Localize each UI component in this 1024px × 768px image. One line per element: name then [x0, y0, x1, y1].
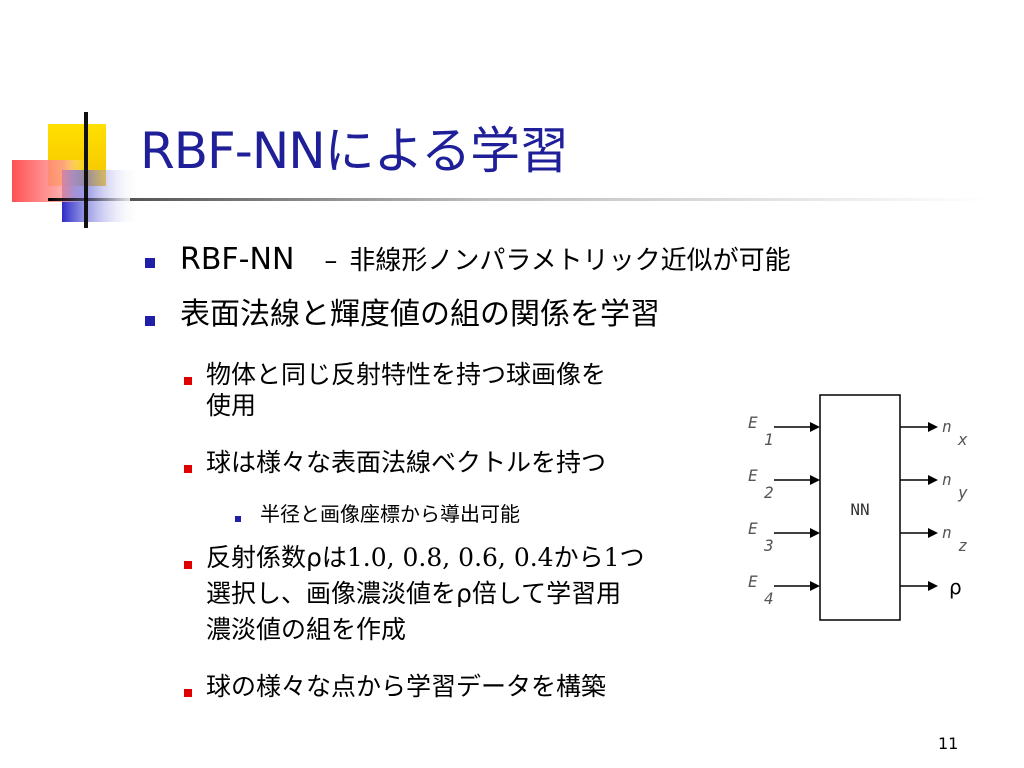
title-underline: [130, 198, 990, 201]
sub-bullet-sphere-image-1: 物体と同じ反射特性を持つ球画像を: [206, 360, 607, 389]
title-decoration: [0, 0, 140, 240]
output-arrowhead-1: [928, 422, 938, 432]
input-label-1-index: 1: [764, 430, 774, 449]
output-label-rho: ρ: [949, 575, 962, 599]
sub-bullet-training-data: 球の様々な点から学習データを構築: [206, 672, 607, 701]
reflectance-pre: 反射係数ρは: [206, 543, 347, 572]
output-label-1-index: x: [957, 430, 968, 449]
input-label-1-letter: E: [748, 413, 758, 432]
sub-bullet-reflectance-1: 反射係数ρは1.0, 0.8, 0.6, 0.4から1つ: [206, 543, 645, 573]
output-label-1-letter: n: [942, 417, 952, 436]
sub-sub-bullet-derivation: 半径と画像座標から導出可能: [260, 502, 520, 526]
sub-bullet-marker: [184, 561, 192, 569]
input-label-3-index: 3: [763, 536, 774, 555]
sub-bullet-reflectance-3: 濃淡値の組を作成: [206, 615, 407, 644]
dash: –: [324, 246, 338, 276]
input-arrowhead-2: [810, 475, 820, 485]
bullet-rbfnn-label: RBF-NN: [180, 242, 295, 277]
deco-horizontal-line: [48, 198, 140, 201]
output-arrowhead-3: [928, 528, 938, 538]
reflectance-end: つ: [619, 543, 645, 572]
bullet-marker: [145, 258, 155, 268]
sub-bullet-marker: [184, 377, 192, 385]
bullet-learning: 表面法線と輝度値の組の関係を学習: [180, 297, 660, 332]
input-arrowhead-1: [810, 422, 820, 432]
input-label-3-letter: E: [748, 519, 758, 538]
sub-bullet-marker: [184, 465, 192, 473]
input-arrowhead-4: [810, 581, 820, 591]
bullet-rbfnn: RBF-NN–非線形ノンパラメトリック近似が可能: [180, 242, 791, 278]
output-arrowhead-2: [928, 475, 938, 485]
nn-diagram-svg: NN E 1 E 2 E 3 E 4 n: [748, 394, 968, 621]
input-label-2-letter: E: [748, 466, 758, 485]
nn-box-label: NN: [850, 500, 869, 519]
sub-sub-bullet-marker: [235, 516, 241, 522]
sub-bullet-sphere-image-2: 使用: [206, 391, 257, 420]
reflectance-count: 1: [603, 543, 620, 572]
nn-diagram: NN E 1 E 2 E 3 E 4 n: [730, 390, 990, 630]
input-arrowhead-3: [810, 528, 820, 538]
output-label-3-letter: n: [942, 523, 952, 542]
output-label-3-index: z: [958, 536, 968, 555]
nn-box: [819, 394, 901, 621]
reflectance-values: 1.0, 0.8, 0.6, 0.4: [346, 543, 554, 572]
page-title: RBF-NNによる学習: [140, 122, 569, 180]
bullet-marker: [145, 316, 155, 326]
deco-vertical-line: [84, 112, 88, 228]
page-number: 11: [938, 734, 959, 753]
sub-bullet-reflectance-2: 選択し、画像濃淡値をρ倍して学習用: [206, 579, 622, 608]
deco-red-square: [12, 160, 86, 202]
input-label-4-letter: E: [748, 572, 758, 591]
input-label-2-index: 2: [764, 483, 774, 502]
output-label-2-index: y: [957, 483, 968, 502]
output-arrowhead-4: [928, 581, 938, 591]
sub-bullet-normals: 球は様々な表面法線ベクトルを持つ: [206, 448, 607, 477]
sub-bullet-marker: [184, 689, 192, 697]
bullet-rbfnn-desc: 非線形ノンパラメトリック近似が可能: [349, 246, 791, 276]
output-label-2-letter: n: [942, 470, 952, 489]
input-label-4-index: 4: [764, 589, 774, 608]
reflectance-post: から: [553, 543, 604, 572]
